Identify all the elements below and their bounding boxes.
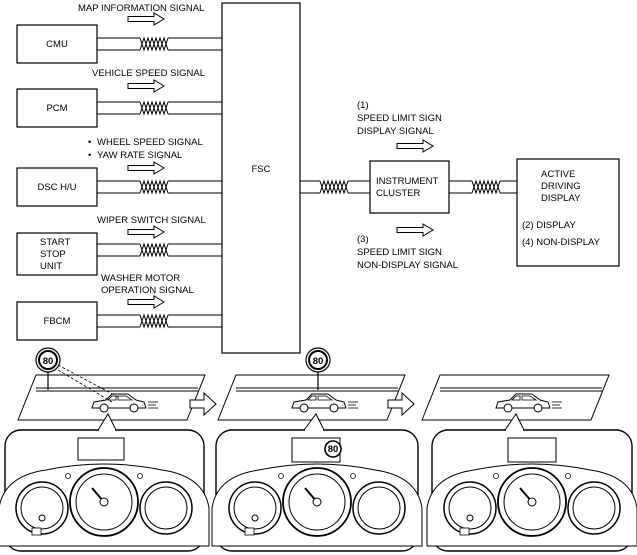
start-stop-label-1: START [40,237,70,248]
washer-signal-arrow-icon [127,295,165,309]
gauge-cluster-icon [426,463,637,547]
fsc-label: FSC [252,164,271,175]
yaw-rate-signal: YAW RATE SIGNAL [97,150,182,161]
display-signal-2: SPEED LIMIT SIGN [357,113,442,124]
active-display-label-1: ACTIVE [541,169,575,180]
transition-arrow-2-icon [387,391,415,417]
cmu-box [16,24,98,64]
gauge-cluster-icon [211,463,423,547]
speed-sign-value-2: 80 [313,356,324,367]
non-display-state: (4) NON-DISPLAY [522,237,601,248]
transition-arrow-1-icon [189,391,217,417]
washer-motor-signal-1: WASHER MOTOR [101,273,180,284]
non-display-signal-3: NON-DISPLAY SIGNAL [357,260,458,271]
display-state: (2) DISPLAY [522,220,576,231]
instrument-cluster-label-1: INSTRUMENT [376,176,438,187]
cmu-label: CMU [46,39,68,50]
fsc-box [221,2,301,354]
non-display-signal-1: (3) [357,234,369,245]
washer-motor-signal-2: OPERATION SIGNAL [101,285,194,296]
start-stop-label-2: STOP [40,249,66,260]
active-display-label-2: DRIVING [541,181,581,192]
gauge-cluster-icon [0,463,210,547]
bullet-1: • [88,137,91,148]
instrument-cluster-box [369,160,450,214]
vehicle-speed-signal: VEHICLE SPEED SIGNAL [92,68,205,79]
displayed-sign-icon [324,440,342,458]
display-signal-3: DISPLAY SIGNAL [357,126,434,137]
dsc-box [16,167,98,207]
wiper-signal-arrow-icon [127,225,165,239]
map-signal-arrow-icon [127,12,165,26]
display-signal-arrow-icon [396,139,434,153]
dsc-label: DSC H/U [37,182,76,193]
start-stop-label-3: UNIT [40,261,62,272]
display-signal-1: (1) [357,100,369,111]
non-display-signal-2: SPEED LIMIT SIGN [357,247,442,258]
wheel-speed-signal: WHEEL SPEED SIGNAL [97,137,203,148]
wiper-switch-signal: WIPER SWITCH SIGNAL [97,215,206,226]
instrument-cluster-label-2: CLUSTER [376,188,420,199]
pcm-label: PCM [46,103,67,114]
speed-sign-value-1: 80 [43,356,54,367]
vehicle-speed-arrow-icon [127,79,165,93]
active-driving-display-box [516,158,620,267]
bullet-2: • [88,150,91,161]
fbcm-label: FBCM [44,316,71,327]
display-area-3 [507,437,557,463]
active-display-label-3: DISPLAY [541,193,581,204]
pcm-box [16,88,98,128]
fbcm-box [16,301,98,341]
dsc-signal-arrow-icon [127,161,165,175]
display-area-1 [77,437,125,461]
start-stop-box [16,232,98,276]
displayed-sign-value: 80 [328,444,339,455]
map-info-signal: MAP INFORMATION SIGNAL [78,3,204,14]
non-display-signal-arrow-icon [396,223,434,237]
